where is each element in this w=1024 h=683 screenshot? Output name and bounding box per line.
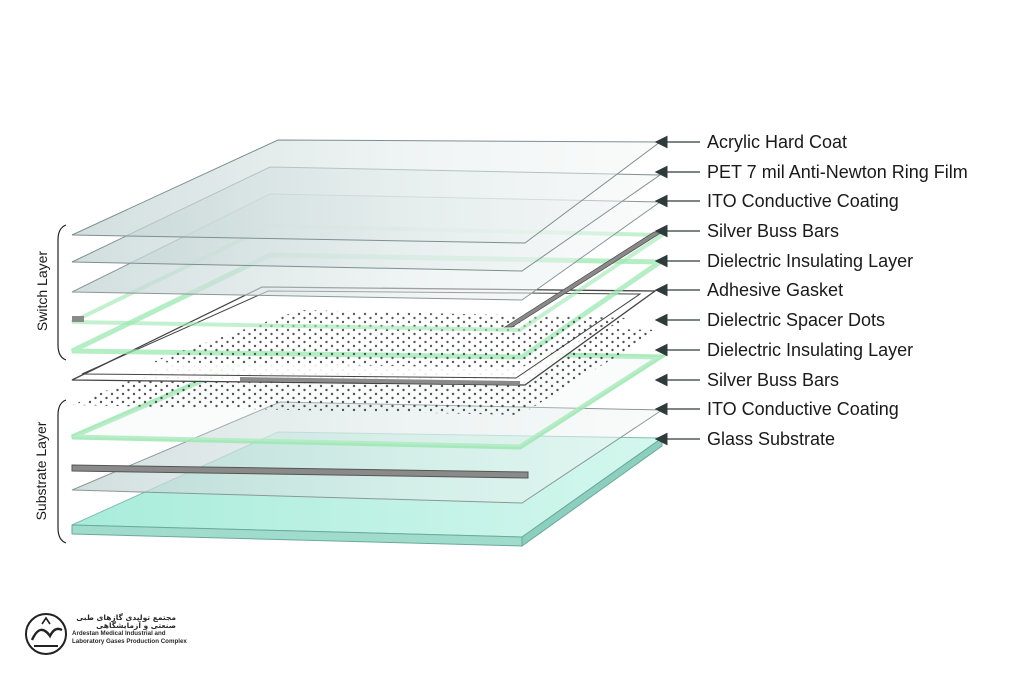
logo-persian-line1: مجتمع تولیدی گازهای طبی xyxy=(76,613,176,622)
substrate-layer-bracket xyxy=(57,399,67,544)
switch-layer-label: Switch Layer xyxy=(34,250,50,332)
company-logo-text: مجتمع تولیدی گازهای طبی صنعتی و آزمایشگا… xyxy=(72,614,187,646)
label-acrylic-hard-coat: Acrylic Hard Coat xyxy=(707,132,848,152)
label-ito-coating-upper: ITO Conductive Coating xyxy=(707,191,899,211)
company-logo-emblem xyxy=(25,613,67,655)
label-adhesive-gasket: Adhesive Gasket xyxy=(707,280,844,300)
label-dielectric-insulating-upper: Dielectric Insulating Layer xyxy=(707,251,914,271)
logo-english-line2: Laboratory Gases Production Complex xyxy=(72,638,187,645)
silver-buss-bar-lower xyxy=(71,464,529,479)
label-glass-substrate: Glass Substrate xyxy=(707,429,836,449)
leader-lines xyxy=(654,135,700,446)
label-dielectric-spacer-dots: Dielectric Spacer Dots xyxy=(707,310,886,330)
label-pet-film: PET 7 mil Anti-Newton Ring Film xyxy=(707,162,968,182)
label-silver-buss-bars-upper: Silver Buss Bars xyxy=(707,221,840,241)
label-ito-coating-lower: ITO Conductive Coating xyxy=(707,399,899,419)
logo-english-line1: Ardestan Medical Industrial and xyxy=(72,630,166,637)
substrate-layer-label: Substrate Layer xyxy=(33,421,49,521)
label-silver-buss-bars-lower: Silver Buss Bars xyxy=(707,370,840,390)
logo-persian-line2: صنعتی و آزمایشگاهی xyxy=(96,621,176,630)
label-dielectric-insulating-lower: Dielectric Insulating Layer xyxy=(707,340,914,360)
switch-layer-bracket xyxy=(57,224,67,361)
